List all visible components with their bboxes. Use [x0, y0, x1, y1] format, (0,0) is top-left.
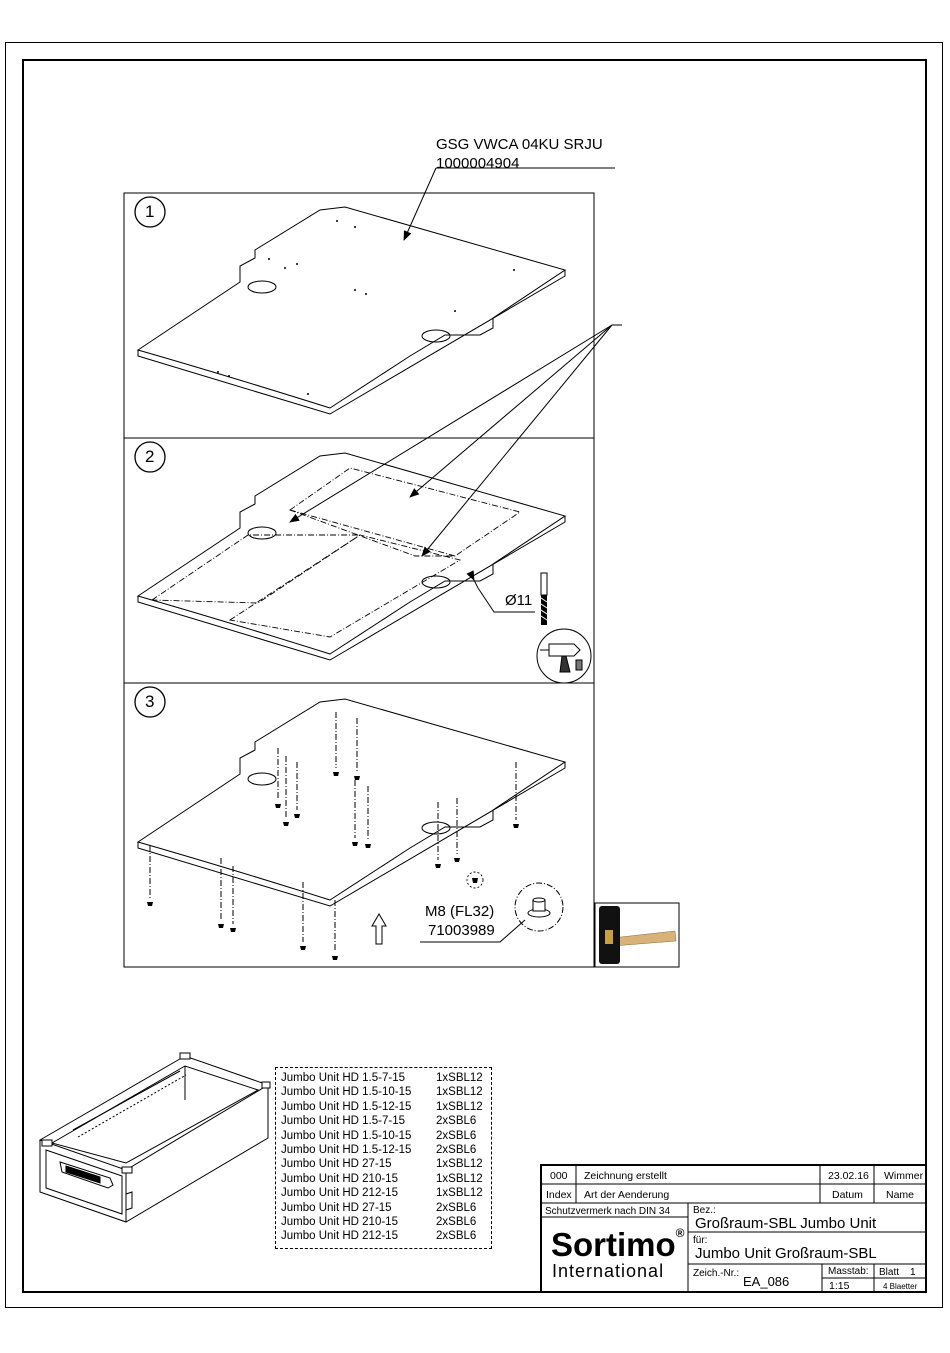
part-leader — [403, 167, 437, 241]
drill-leader — [477, 587, 535, 613]
bolt-lines-step-3 — [149, 712, 517, 952]
bez-value: Großraum-SBL Jumbo Unit — [695, 1215, 877, 1232]
fastener-number: 71003989 — [428, 922, 495, 939]
jumbo-unit-drawing — [38, 1052, 271, 1223]
step-3-circle — [134, 686, 166, 718]
plate-holes-step-1 — [217, 220, 515, 395]
step-3-panel — [123, 682, 595, 968]
drill-diameter: Ø11 — [505, 592, 533, 609]
power-drill-icon — [540, 643, 583, 673]
fastener-detail-circle — [466, 871, 484, 889]
fuer-label: für: — [693, 1235, 708, 1246]
hammer-icon — [599, 906, 677, 964]
sheet-label: Blatt — [879, 1267, 900, 1278]
fastener-leader — [420, 919, 526, 943]
rev-name: Wimmer — [884, 1170, 924, 1182]
sheets-total: 4 Blaetter — [883, 1282, 918, 1291]
rail-leader-1 — [289, 324, 613, 523]
header-name: Name — [886, 1189, 915, 1201]
scale-value: 1:15 — [829, 1280, 850, 1292]
bez-label: Bez.: — [693, 1205, 716, 1216]
floor-plate-step-1 — [136, 206, 567, 415]
sheet-number: 1 — [910, 1267, 916, 1278]
header-change: Art der Aenderung — [584, 1189, 670, 1201]
rev-date: 23.02.16 — [828, 1170, 869, 1182]
fastener-name: M8 (FL32) — [425, 903, 495, 920]
outer-frame — [5, 42, 943, 1308]
fuer-value: Jumbo Unit Großraum-SBL — [695, 1245, 877, 1262]
title-block: 000 Zeichnung erstellt 23.02.16 Wimmer I… — [540, 1164, 927, 1293]
header-date: Datum — [832, 1189, 863, 1201]
drawing-frame — [22, 59, 927, 1293]
step-2-number: 2 — [145, 447, 155, 466]
fastener-detail-callout — [514, 882, 564, 932]
rail-leader-2 — [409, 324, 613, 498]
direction-arrow-icon — [371, 913, 387, 945]
step-3-number: 3 — [145, 692, 155, 711]
header-index: Index — [546, 1189, 572, 1201]
drill-bit-icon — [540, 572, 548, 625]
title-block-grid — [540, 1164, 927, 1293]
rev-text: Zeichnung erstellt — [584, 1170, 667, 1182]
scale-label: Masstab: — [828, 1266, 869, 1277]
step-1-circle — [134, 196, 166, 228]
part-number: 1000004904 — [436, 155, 520, 172]
rail-leader-3 — [421, 324, 613, 557]
rev-index: 000 — [550, 1170, 568, 1182]
bolt-nuts-step-3 — [147, 772, 519, 960]
step-1-number: 1 — [145, 202, 155, 221]
drawing-number: EA_086 — [743, 1274, 790, 1289]
part-name: GSG VWCA 04KU SRJU — [436, 136, 603, 153]
sortimo-logo: Sortimo® — [551, 1226, 685, 1263]
weld-nut-icon — [527, 897, 551, 918]
rail-positions-step-2 — [150, 467, 522, 638]
step-2-circle — [134, 441, 166, 473]
floor-plate-step-3 — [136, 698, 567, 907]
sortimo-logo-sub: International — [552, 1261, 665, 1281]
protection-note: Schutzvermerk nach DIN 34 — [545, 1206, 671, 1217]
drawing-number-label: Zeich.-Nr.: — [693, 1268, 740, 1279]
